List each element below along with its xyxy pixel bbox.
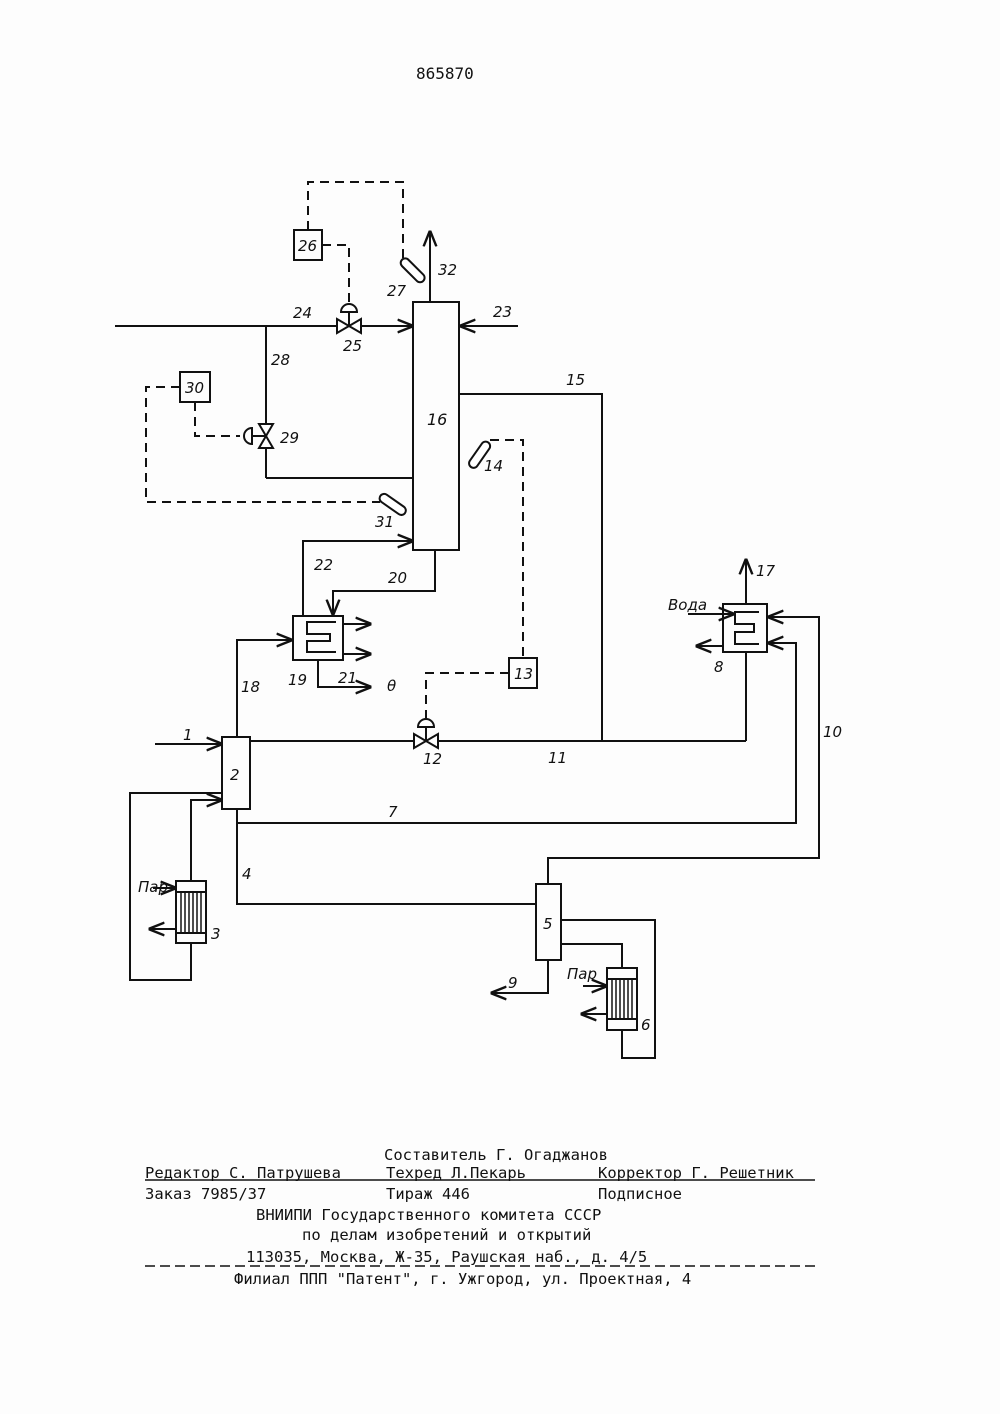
line-9 [492,960,548,993]
label-15: 15 [566,371,585,389]
footer-circulation: Тираж 446 [386,1185,470,1203]
label-5: 5 [543,915,553,933]
valve-25 [337,304,361,333]
label-22: 22 [314,556,333,574]
steam-label-6: Пар [567,965,597,983]
label-14: 14 [484,457,503,475]
label-12: 12 [423,750,442,768]
footer-subscription: Подписное [598,1185,682,1203]
valve-29 [244,424,273,448]
label-20: 20 [388,569,407,587]
label-13: 13 [514,665,533,683]
label-30: 30 [185,379,204,397]
footer-editor: Редактор С. Патрушева [145,1164,341,1182]
label-11: 11 [548,749,567,767]
sensor-27 [399,257,427,285]
label-3: 3 [211,925,221,943]
label-28: 28 [271,351,290,369]
footer-order: Заказ 7985/37 [145,1185,266,1203]
line-10 [548,617,819,884]
label-17: 17 [756,562,776,580]
label-24: 24 [293,304,312,322]
label-6: 6 [641,1016,651,1034]
label-16: 16 [427,410,447,429]
valve-12 [414,719,438,748]
label-8: 8 [714,658,724,676]
footer-org-line1: ВНИИПИ Государственного комитета СССР [256,1206,601,1224]
steam-label-3: Пар [138,878,168,896]
label-2: 2 [230,766,240,784]
footer-address: 113035, Москва, Ж-35, Раушская наб., д. … [246,1248,647,1266]
water-label: Вода [668,596,707,614]
line-4 [237,823,535,904]
label-7: 7 [388,803,398,821]
label-19: 19 [288,671,307,689]
label-4: 4 [242,865,252,883]
control-line-13-12 [426,673,509,719]
footer-corrector: Корректор Г. Решетник [598,1164,794,1182]
label-1: 1 [183,726,193,744]
label-9: 9 [508,974,518,992]
label-23: 23 [493,303,512,321]
label-18: 18 [241,678,260,696]
label-21: 21 [338,669,357,687]
footer-compiler: Составитель Г. Огаджанов [384,1146,608,1164]
footer-branch: Филиал ППП "Патент", г. Ужгород, ул. Про… [234,1270,691,1288]
footer-org-line2: по делам изобретений и открытий [302,1226,591,1244]
label-31: 31 [375,513,394,531]
control-line-26-25 [322,245,349,304]
line-20 [333,550,435,614]
label-32: 32 [438,261,457,279]
outlet-mark: θ [387,677,396,695]
label-29: 29 [280,429,299,447]
label-25: 25 [343,337,362,355]
label-27: 27 [387,282,407,300]
label-26: 26 [298,237,317,255]
footer-techred: Техред Л.Пекарь [386,1164,526,1182]
control-line-30-29 [195,402,240,436]
label-10: 10 [823,723,842,741]
